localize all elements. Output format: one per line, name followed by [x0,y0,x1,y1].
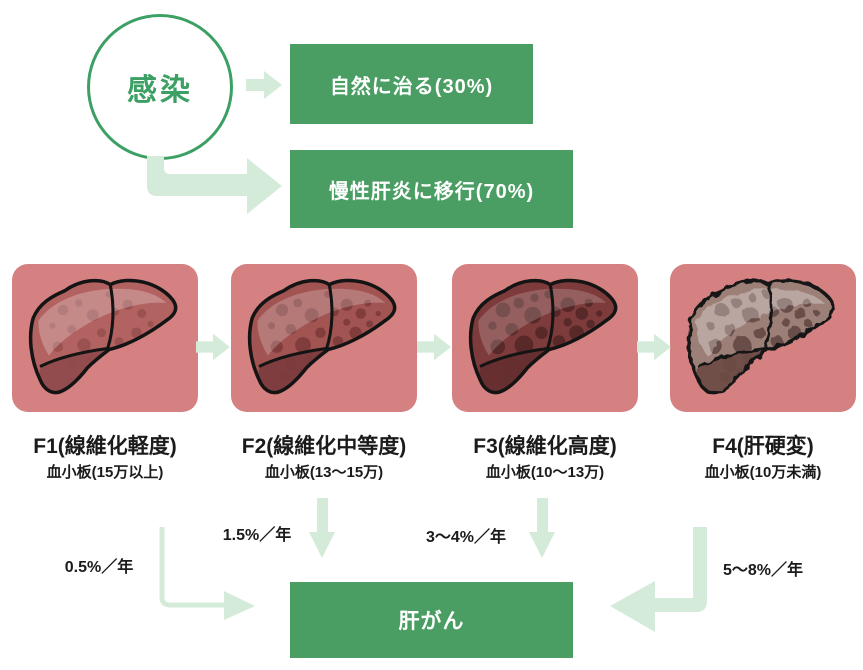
down-arrow-f2-icon [309,498,335,558]
stage-label-f4: F4(肝硬変) [712,435,814,458]
outcome-chronic-hepatitis-label: 慢性肝炎に移行(70%) [328,180,535,203]
stage-label-f1: F1(線維化軽度) [33,435,177,458]
stage-label-f2: F2(線維化中等度) [241,435,407,458]
infection-label: 感染 [127,74,193,107]
stage-arrow-right-icon [637,333,671,361]
cancer-rate-label-f2: 1.5%／年 [222,527,292,544]
stage-box-f3 [452,264,638,412]
platelet-label-f3: 血小板(10〜13万) [485,464,605,481]
platelet-label-f4: 血小板(10万未満) [704,464,822,481]
infection-circle: 感染 [87,14,233,160]
cancer-rate-label-f3: 3〜4%／年 [425,529,507,546]
outcome-natural-cure-label: 自然に治る(30%) [329,75,494,98]
stage-arrow-right-icon [196,333,230,361]
stage-arrow-right-icon [417,333,451,361]
liver-illustration-f3 [457,268,633,408]
liver-illustration-f4 [675,268,851,408]
platelet-label-f2: 血小板(13〜15万) [264,464,384,481]
arrow-elbow-right-icon [147,156,282,214]
elbow-arrow-f1-icon [159,527,255,620]
stage-box-f2 [231,264,417,412]
cancer-rate-label-f4: 5〜8%／年 [722,562,804,579]
arrow-right-icon [246,71,282,99]
liver-illustration-f2 [236,268,412,408]
cancer-box: 肝がん [290,582,573,658]
outcome-box-natural-cure: 自然に治る(30%) [290,44,533,124]
down-arrow-f3-icon [529,498,555,558]
stage-label-f3: F3(線維化高度) [473,435,617,458]
platelet-label-f1: 血小板(15万以上) [46,464,164,481]
outcome-box-chronic-hepatitis: 慢性肝炎に移行(70%) [290,150,573,228]
elbow-arrow-f4-icon [610,527,707,632]
liver-illustration-f1 [17,268,193,408]
stage-box-f4 [670,264,856,412]
cancer-label: 肝がん [398,610,465,633]
cancer-rate-label-f1: 0.5%／年 [64,559,134,576]
stage-box-f1 [12,264,198,412]
